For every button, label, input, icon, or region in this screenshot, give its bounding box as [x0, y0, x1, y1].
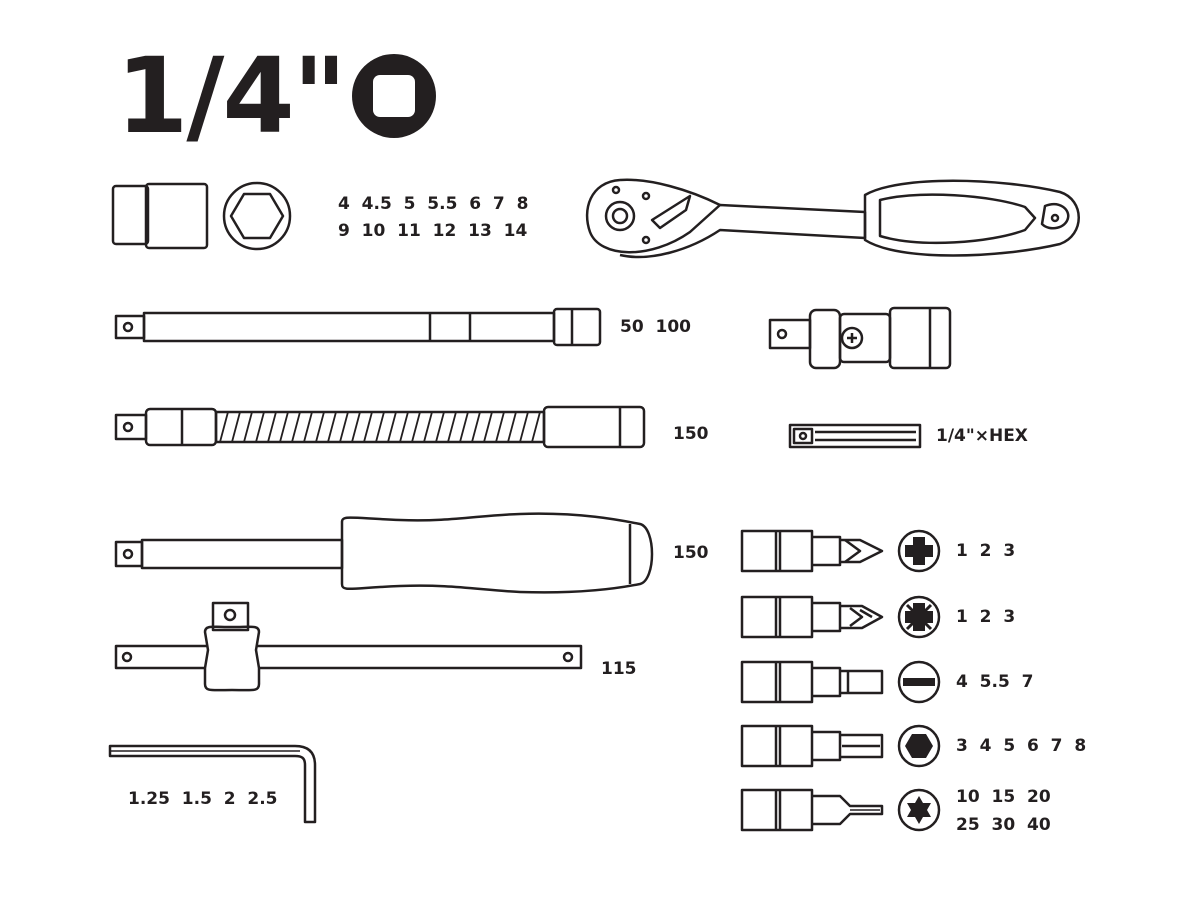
extension-bar-icon — [114, 307, 602, 347]
phillips-icon — [897, 529, 941, 573]
page-title: 1/4" — [116, 35, 347, 157]
slotted-sizes: 4 5.5 7 — [956, 672, 1034, 692]
hex-icon — [897, 724, 941, 768]
pozidriv-sizes: 1 2 3 — [956, 607, 1016, 627]
torx-sizes-line2: 25 30 40 — [956, 815, 1051, 835]
phillips-sizes: 1 2 3 — [956, 541, 1016, 561]
spinner-handle-icon — [114, 512, 654, 594]
bit-hex-icon — [740, 724, 884, 768]
hex-key-sizes: 1.25 1.5 2 2.5 — [128, 789, 278, 809]
bit-slotted-icon — [740, 660, 884, 704]
socket-sizes-line1: 4 4.5 5 5.5 6 7 8 — [338, 194, 529, 214]
extension-lengths: 50 100 — [620, 317, 691, 337]
bit-phillips-icon — [740, 529, 884, 573]
socket-sizes-line2: 9 10 11 12 13 14 — [338, 221, 528, 241]
hex-bit-sizes: 3 4 5 6 7 8 — [956, 736, 1087, 756]
ratchet-icon — [585, 178, 1080, 259]
universal-joint-icon — [768, 306, 952, 370]
pozidriv-icon — [897, 595, 941, 639]
hex-key-icon — [108, 744, 317, 824]
torx-sizes-line1: 10 15 20 — [956, 787, 1051, 807]
socket-side-icon — [111, 182, 209, 250]
torx-icon — [897, 788, 941, 832]
spinner-handle-length: 150 — [673, 543, 709, 563]
socket-hex-end-icon — [222, 181, 292, 251]
bit-adapter-icon — [788, 423, 922, 449]
bit-pozidriv-icon — [740, 595, 884, 639]
slotted-icon — [897, 660, 941, 704]
flex-extension-length: 150 — [673, 424, 709, 444]
bit-torx-icon — [740, 788, 884, 832]
flexible-extension-icon — [114, 405, 646, 449]
t-handle-icon — [114, 601, 583, 692]
square-drive-icon — [352, 54, 436, 138]
bit-adapter-label: 1/4"×HEX — [936, 426, 1028, 446]
t-handle-length: 115 — [601, 659, 637, 679]
